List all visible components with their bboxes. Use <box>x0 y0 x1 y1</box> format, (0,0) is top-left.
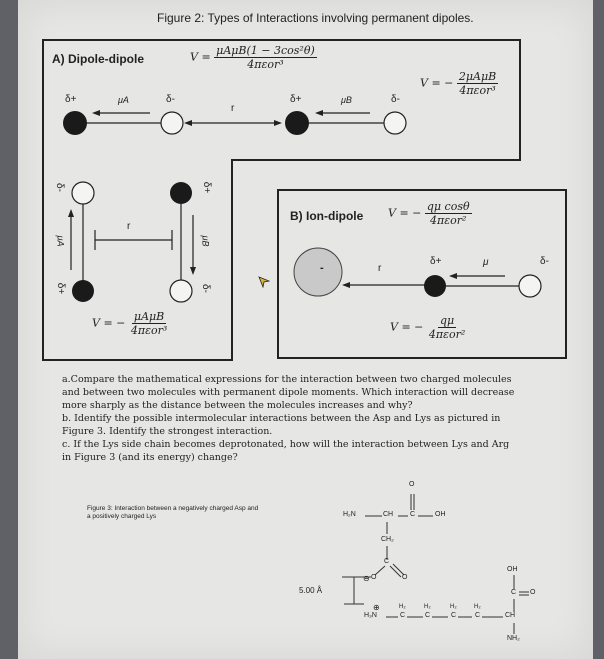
asp-h2n: H₂N <box>343 511 356 518</box>
box-a-outline <box>42 39 521 361</box>
dipole-a-mu-label: μA <box>118 95 129 105</box>
dipole-r-label: r <box>231 103 235 114</box>
vertical-dipole-a-positive-end <box>72 280 94 302</box>
asp-o-minus: O <box>371 574 377 581</box>
figure3-caption: Figure 3: Interaction between a negative… <box>87 505 259 520</box>
question-c: c. If the Lys side chain becomes deproto… <box>62 439 510 463</box>
dipole-a-negative-end <box>160 111 184 135</box>
asp-c-side: C <box>384 558 390 565</box>
ion-dipole-positive-end <box>424 275 446 297</box>
dipole-a-positive-end <box>63 111 87 135</box>
box-b-outline <box>277 189 567 359</box>
dipole-general-equation: V = μAμB(1 − 3cos²θ)4πεor³ <box>190 44 317 71</box>
lys-c-4: C <box>475 612 481 619</box>
lys-h2-3: H₂ <box>450 604 457 610</box>
lys-nh2: NH₂ <box>507 635 520 642</box>
dipole-dipole-label: A) Dipole-dipole <box>52 52 144 66</box>
dipole-b-delta-minus: δ- <box>391 94 400 105</box>
asp-minus-sign: ⊖ <box>363 574 370 583</box>
ion-dipole-r-label: r <box>378 263 382 274</box>
lys-o-double: O <box>530 589 536 596</box>
figure-title: Figure 2: Types of Interactions involvin… <box>157 11 474 25</box>
lys-oh: OH <box>507 566 518 573</box>
vertical-dipole-b-negative-end <box>169 279 193 303</box>
question-a: a.Compare the mathematical expressions f… <box>62 374 515 411</box>
asp-ch2: CH₂ <box>381 536 394 543</box>
dipole-b-negative-end <box>383 111 407 135</box>
ion-dipole-negative-end <box>518 274 542 298</box>
vertical-dipole-b-positive-end <box>170 182 192 204</box>
question-b: b. Identify the possible intermolecular … <box>62 413 501 437</box>
dipole-b-mu-label: μB <box>341 95 352 105</box>
ion-dipole-delta-plus: δ+ <box>430 256 442 267</box>
lys-ch: CH <box>505 612 516 619</box>
ion-dipole-label: B) Ion-dipole <box>290 209 364 223</box>
asp-ch: CH <box>383 511 394 518</box>
lys-c-2: C <box>425 612 431 619</box>
lys-c-3: C <box>451 612 457 619</box>
lys-c-1: C <box>400 612 406 619</box>
dipole-b-positive-end <box>285 111 309 135</box>
ion-dipole-delta-minus: δ- <box>540 256 549 267</box>
dipole-b-delta-plus: δ+ <box>290 94 302 105</box>
ion-charge-label: - <box>320 262 324 274</box>
lys-plus-sign: ⊕ <box>373 603 380 612</box>
lys-h2-2: H₂ <box>424 604 431 610</box>
ion-dipole-mu-label: μ <box>483 257 489 268</box>
distance-label: 5.00 Å <box>299 586 323 595</box>
lys-c-carboxyl: C <box>511 589 517 596</box>
asp-o-top: O <box>409 481 415 488</box>
lys-h2-4: H₂ <box>474 604 481 610</box>
question-list: a.Compare the mathematical expressions f… <box>62 373 517 464</box>
asp-oh: OH <box>435 511 446 518</box>
document-page <box>18 0 593 659</box>
asp-c: C <box>410 511 416 518</box>
cursor-icon <box>258 276 270 288</box>
ion <box>293 247 343 297</box>
dipole-diagram <box>42 39 567 361</box>
dipole-a-delta-minus: δ- <box>166 94 175 105</box>
asp-o-double: O <box>402 574 408 581</box>
dipole-a-delta-plus: δ+ <box>65 94 77 105</box>
lys-h2-1: H₂ <box>399 604 406 610</box>
lys-h3n: H₃N <box>364 612 377 619</box>
vertical-r-label: r <box>127 221 131 232</box>
